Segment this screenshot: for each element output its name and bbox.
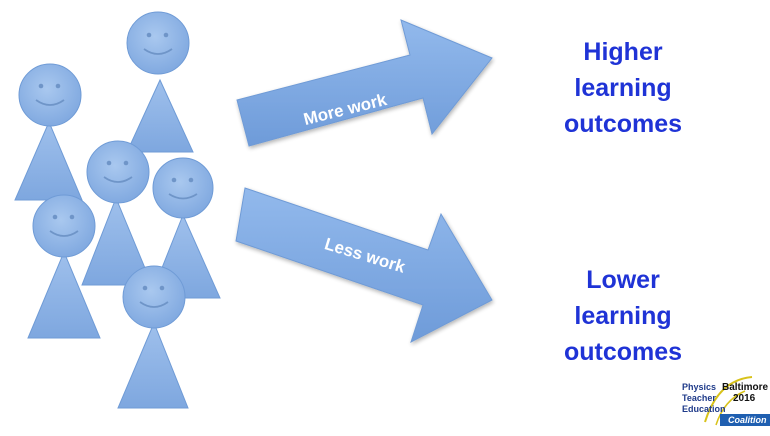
person-figure-5 bbox=[27, 194, 101, 339]
svg-text:Teacher: Teacher bbox=[682, 393, 716, 403]
svg-text:Education: Education bbox=[682, 404, 726, 414]
svg-text:Coalition: Coalition bbox=[728, 415, 767, 425]
person-figure-1 bbox=[126, 11, 194, 153]
person-figure-6 bbox=[117, 265, 189, 409]
people-group bbox=[14, 11, 221, 409]
higher-learning-outcomes-text: Higher learning outcomes bbox=[523, 34, 723, 142]
lower-learning-outcomes-text: Lower learning outcomes bbox=[523, 262, 723, 370]
svg-text:Baltimore: Baltimore bbox=[722, 382, 769, 393]
person-figure-4 bbox=[81, 140, 153, 286]
lower-line-3: outcomes bbox=[563, 338, 683, 366]
svg-text:Physics: Physics bbox=[682, 382, 716, 392]
lower-line-1: Lower bbox=[586, 266, 660, 294]
higher-line-3: outcomes bbox=[563, 110, 683, 138]
ptec-baltimore-2016-logo: Physics Teacher Education Baltimore 2016… bbox=[678, 374, 770, 431]
higher-line-2: learning bbox=[574, 74, 672, 102]
higher-line-1: Higher bbox=[583, 38, 663, 66]
lower-line-2: learning bbox=[574, 302, 672, 330]
svg-text:2016: 2016 bbox=[733, 393, 756, 404]
person-figure-2 bbox=[14, 63, 83, 201]
more-work-arrow: More work bbox=[236, 19, 493, 147]
less-work-arrow: Less work bbox=[235, 187, 493, 344]
